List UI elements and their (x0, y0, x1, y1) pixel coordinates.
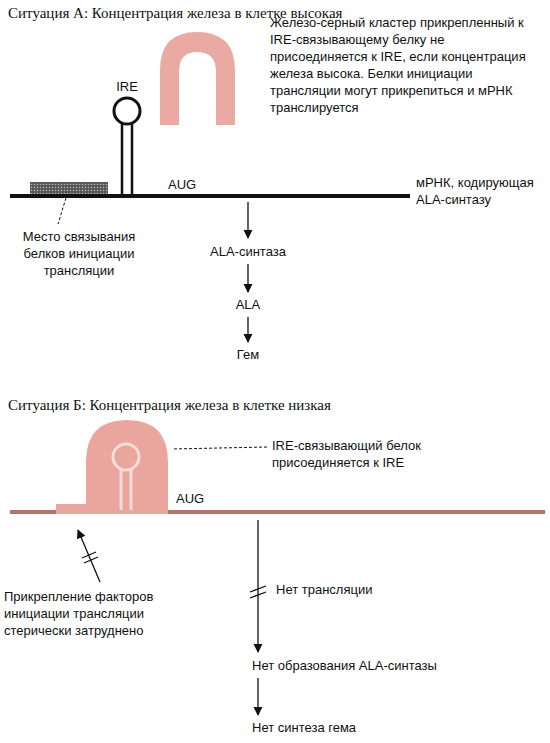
leader-line (58, 198, 66, 224)
hairpin-stem (120, 469, 123, 510)
pathway-step: ALA (234, 295, 263, 314)
protein-shape (56, 420, 168, 514)
hairpin-stem (131, 122, 134, 194)
step-text: ALA (236, 296, 261, 313)
status-label: Нет трансляции (276, 581, 372, 598)
step-text: Нет синтеза гема (252, 719, 356, 736)
codon-label: AUG (176, 490, 204, 507)
protein-shape (160, 32, 235, 125)
callout-note: Место связывания белков инициации трансл… (4, 228, 154, 279)
pathway-arrow (257, 678, 258, 715)
step-text: Нет образования ALA-синтазы (252, 657, 437, 674)
pathway-arrow (247, 264, 248, 292)
callout-note: Прикрепление факторов инициации трансляц… (4, 588, 189, 639)
pathway-step: Гем (235, 345, 261, 364)
hairpin-stem (130, 469, 133, 510)
callout-note: IRE-связывающий белок присоединяется к I… (272, 437, 462, 471)
block-bar (82, 552, 96, 558)
hairpin-stem (121, 122, 124, 194)
step-text: Гем (237, 346, 259, 363)
callout-note: Железо-серный кластер прикрепленный к IR… (270, 14, 542, 116)
block-bar (250, 592, 266, 598)
translation-arrow (247, 202, 248, 238)
pathway-step: Нет образования ALA-синтазы (250, 656, 439, 675)
blocked-arrow (78, 530, 100, 582)
codon-label: AUG (168, 176, 196, 193)
hairpin-loop (113, 444, 139, 470)
structure-label: IRE (112, 78, 142, 95)
block-bar (84, 557, 98, 563)
blocked-arrow (257, 520, 258, 652)
mrna-strand (10, 194, 410, 198)
pathway-step: ALA-синтаза (208, 242, 288, 261)
leader-line (172, 447, 267, 449)
block-bar (250, 586, 266, 592)
mrna-label: мРНК, кодирующая ALA-синтазу (416, 174, 546, 208)
step-text: ALA-синтаза (210, 243, 286, 260)
pathway-arrow (247, 317, 248, 342)
situation-heading: Ситуация Б: Концентрация железа в клетке… (8, 396, 331, 414)
initiation-binding-site (30, 182, 108, 194)
pathway-step: Нет синтеза гема (250, 718, 358, 737)
hairpin-loop (114, 98, 140, 124)
